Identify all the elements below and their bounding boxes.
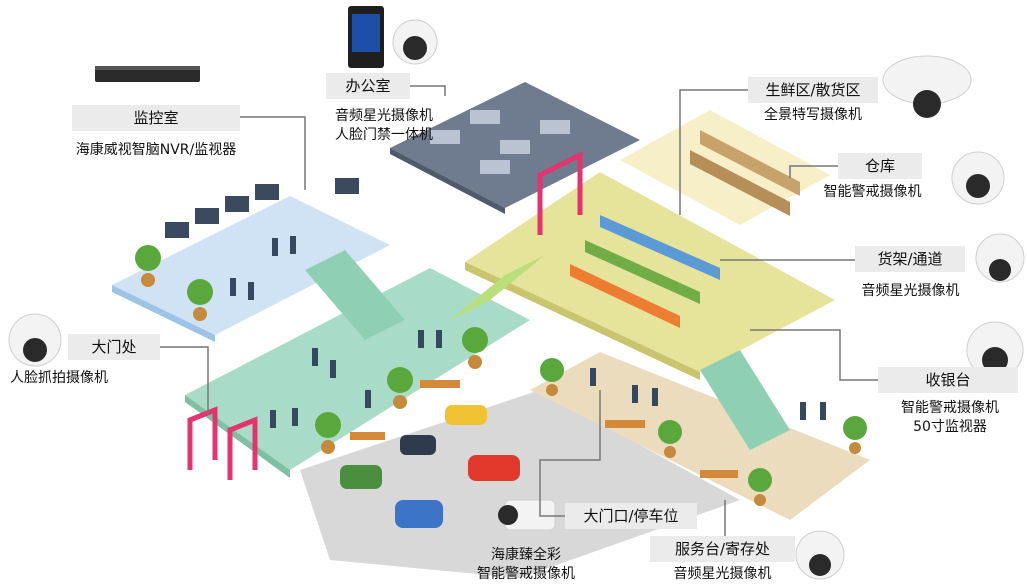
zone-tag-office: 办公室 xyxy=(326,73,410,99)
face-access-terminal-icon xyxy=(348,6,384,68)
zone-desc-checkout-1: 智能警戒摄像机 xyxy=(901,400,999,416)
zone-desc-gate-parking-1: 海康臻全彩 xyxy=(491,547,561,563)
floor-beige-service xyxy=(530,352,870,520)
camera-icon xyxy=(795,530,845,580)
zone-desc-fresh-area: 全景特写摄像机 xyxy=(764,107,862,123)
trees xyxy=(135,245,867,506)
zone-desc-warehouse: 智能警戒摄像机 xyxy=(823,184,922,200)
security-gates xyxy=(187,150,583,480)
cars xyxy=(340,405,520,528)
shelves xyxy=(570,130,800,328)
camera-icon xyxy=(951,151,1005,205)
people xyxy=(230,236,826,428)
bullet-camera-icon xyxy=(498,499,556,531)
zone-tag-gate-parking: 大门口/停车位 xyxy=(565,503,697,529)
zone-desc-office-1: 音频星光摄像机 xyxy=(335,108,433,124)
office-desks xyxy=(430,110,570,174)
escalators xyxy=(305,250,790,450)
zone-desc-checkout-2: 50寸监视器 xyxy=(913,419,987,435)
nvr-device-icon xyxy=(95,66,200,82)
camera-icon xyxy=(882,55,972,118)
zone-desc-shelf-aisle: 音频星光摄像机 xyxy=(861,283,960,299)
camera-icon xyxy=(392,19,438,65)
zone-desc-monitor-room: 海康威视智脑NVR/监视器 xyxy=(75,142,237,158)
zone-tag-fresh-area: 生鲜区/散货区 xyxy=(748,77,878,103)
zone-tag-checkout: 收银台 xyxy=(878,367,1018,393)
zone-desc-gate-parking-2: 智能警戒摄像机 xyxy=(477,566,575,582)
zone-tag-monitor-room: 监控室 xyxy=(72,105,240,131)
camera-icon xyxy=(966,321,1024,379)
zone-tag-service-desk: 服务台/寄存处 xyxy=(650,536,795,562)
zone-tag-warehouse: 仓库 xyxy=(838,153,922,179)
zone-desc-main-gate: 人脸抓拍摄像机 xyxy=(10,370,108,386)
camera-icon xyxy=(8,313,62,367)
floor-blue-monitor-room xyxy=(112,196,390,335)
leader-lines xyxy=(160,85,878,549)
camera-icon xyxy=(975,233,1025,283)
monitor-wall xyxy=(165,178,359,238)
zone-tag-shelf-aisle: 货架/通道 xyxy=(855,246,965,272)
zone-tag-main-gate: 大门处 xyxy=(68,334,160,360)
benches xyxy=(350,380,738,478)
zone-desc-office-2: 人脸门禁一体机 xyxy=(335,127,433,143)
zone-desc-service-desk: 音频星光摄像机 xyxy=(673,566,772,582)
